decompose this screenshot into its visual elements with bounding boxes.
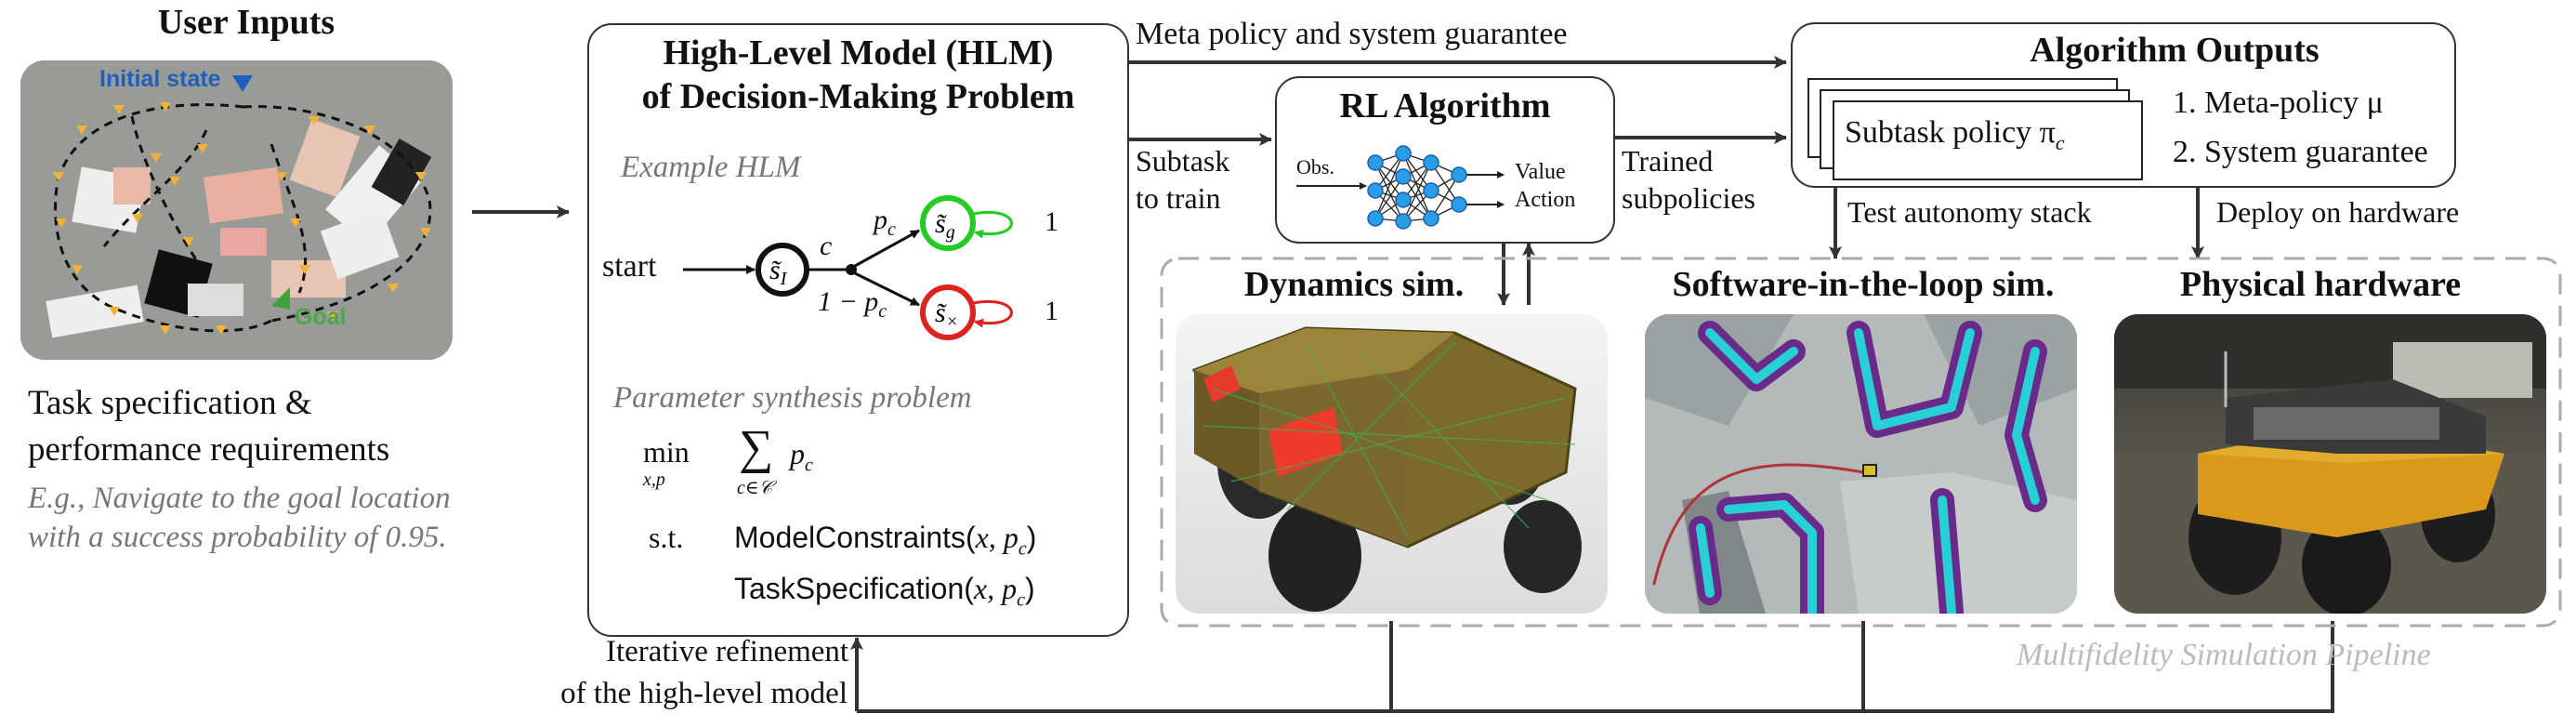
choice-point	[846, 264, 857, 275]
graph-start-label: start	[602, 249, 657, 284]
satellite-map-drawing	[20, 60, 453, 360]
pipeline-label: Multifidelity Simulation Pipeline	[2017, 638, 2431, 672]
sum-symbol: ∑	[739, 421, 774, 474]
trained-label-line2: subpolicies	[1622, 181, 1755, 215]
task-spec-line1: Task specification &	[28, 384, 312, 422]
trained-label-line1: Trained	[1622, 144, 1714, 178]
refine-label-line1: Iterative refinement	[606, 635, 849, 668]
example-line2: with a success probability of 0.95.	[28, 521, 447, 554]
fail-loop-label: 1	[1045, 296, 1058, 326]
neural-net-icon	[1296, 145, 1505, 230]
goal-self-loop	[972, 211, 1013, 239]
rl-box	[1275, 76, 1615, 244]
success-edge	[854, 229, 920, 268]
hardware-photo	[2114, 314, 2546, 614]
goal-state-node	[920, 195, 976, 251]
opt-st: s.t.	[649, 521, 684, 554]
hlm-box	[587, 23, 1129, 637]
satellite-map-image: Initial state Goal	[20, 60, 453, 360]
route-path	[54, 103, 432, 333]
pipeline-frame	[1160, 257, 2562, 628]
graph-edge-c-label: c	[820, 231, 833, 261]
task-spec-line2: performance requirements	[28, 430, 390, 469]
sitl-sim-image	[1645, 314, 2077, 614]
fail-edge	[854, 271, 920, 307]
test-autonomy-label: Test autonomy stack	[1847, 195, 2092, 229]
goal-loop-label: 1	[1045, 206, 1058, 237]
constraint-model: ModelConstraints(x, pc)	[734, 521, 1037, 560]
rl-value-label: Value	[1515, 160, 1566, 184]
constraint-task: TaskSpecification(x, pc)	[734, 572, 1035, 611]
dynamics-sim-title: Dynamics sim.	[1243, 265, 1465, 304]
initial-state-marker	[232, 75, 253, 92]
graph-edge-1mp-label: 1 − pc	[818, 286, 887, 322]
subtask-label-line2: to train	[1136, 181, 1221, 215]
hlm-title-line2: of Decision-Making Problem	[641, 77, 1075, 116]
meta-policy-arrow-label: Meta policy and system guarantee	[1136, 17, 1568, 51]
initial-state-label: Initial state	[99, 66, 221, 92]
outputs-item2: 2. System guarantee	[2173, 135, 2428, 169]
goal-label: Goal	[295, 304, 347, 330]
sitl-map-drawing	[1645, 314, 2077, 614]
example-hlm-label: Example HLM	[621, 151, 801, 184]
sitl-sim-title: Software-in-the-loop sim.	[1672, 265, 2055, 304]
fail-self-loop	[972, 300, 1013, 328]
hardware-robot-drawing	[2114, 314, 2546, 614]
graph-edge-p-label: pc	[874, 205, 896, 240]
outputs-item1: 1. Meta-policy μ	[2173, 86, 2384, 120]
fail-state-node	[920, 284, 976, 340]
param-synthesis-label: Parameter synthesis problem	[613, 381, 972, 415]
deploy-hardware-label: Deploy on hardware	[2216, 195, 2460, 229]
hardware-title: Physical hardware	[2179, 265, 2462, 304]
rl-title: RL Algorithm	[1339, 86, 1551, 126]
hlm-graph: s̃I s̃g s̃×	[683, 195, 1013, 340]
opt-min: min	[643, 435, 690, 469]
refine-label-line2: of the high-level model	[560, 677, 848, 710]
opt-min-sub: x,p	[643, 469, 665, 490]
goal-marker	[271, 287, 290, 310]
feedback-loop-line	[857, 621, 2334, 713]
route-triangles	[53, 102, 431, 335]
subtask-label-line1: Subtask	[1136, 144, 1230, 178]
sum-sub: c∈𝒞	[737, 478, 773, 498]
hlm-title-line1: High-Level Model (HLM)	[663, 33, 1054, 73]
dynamics-robot-drawing	[1191, 326, 1582, 612]
dynamics-sim-image	[1176, 314, 1608, 614]
building-shapes	[46, 118, 432, 338]
rl-action-label: Action	[1515, 188, 1576, 212]
outputs-title: Algorithm Outputs	[2030, 31, 2320, 70]
subpolicy-card	[1833, 100, 2143, 180]
example-line1: E.g., Navigate to the goal location	[28, 482, 451, 515]
subtask-policy-label: Subtask policy πc	[1845, 115, 2065, 154]
sum-term: pc	[790, 437, 813, 476]
user-inputs-title: User Inputs	[157, 3, 335, 42]
rl-obs-label: Obs.	[1296, 155, 1334, 178]
